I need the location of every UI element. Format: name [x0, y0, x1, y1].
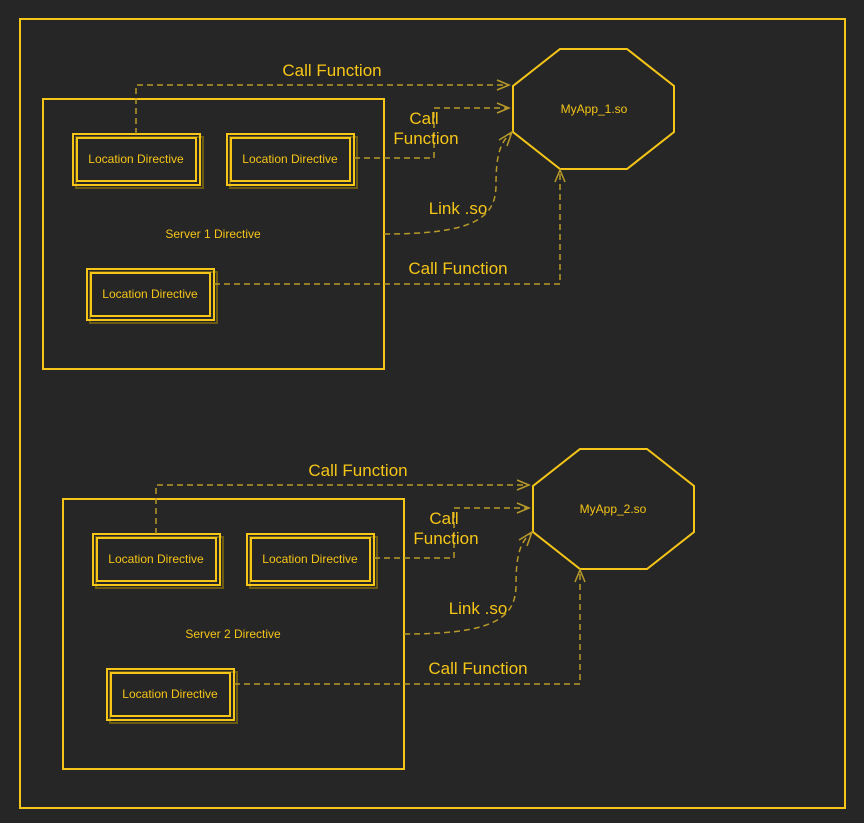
edge-call-mid-1	[354, 107, 509, 159]
server-2-location-3-label: Location Directive	[122, 687, 218, 701]
edge-call-top-1-label: Call Function	[282, 61, 381, 80]
server-1-location-2-label: Location Directive	[242, 152, 338, 166]
server-2-location-1: Location Directive	[92, 533, 224, 589]
edge-call-top-1	[135, 84, 509, 134]
server-2-location-3: Location Directive	[106, 668, 238, 724]
server-1-location-3: Location Directive	[86, 268, 218, 324]
edge-call-top-2-label: Call Function	[308, 461, 407, 480]
myapp-1-label: MyApp_1.so	[561, 102, 628, 116]
myapp-2-label: MyApp_2.so	[580, 502, 647, 516]
edge-call-mid-2-label-line1: Call	[429, 509, 458, 528]
edge-call-top-2	[155, 484, 529, 534]
myapp-2-octagon	[532, 448, 695, 570]
server-2-directive-label: Server 2 Directive	[185, 627, 281, 641]
edge-call-bottom-1-label: Call Function	[408, 259, 507, 278]
server-1-directive-label: Server 1 Directive	[165, 227, 261, 241]
group-1: Server 1 Directive Location Directive Lo…	[42, 48, 675, 370]
server-2-location-2: Location Directive	[246, 533, 378, 589]
edge-link-2	[403, 531, 533, 635]
edge-link-2-label: Link .so	[449, 599, 508, 618]
edge-call-bottom-2-label: Call Function	[428, 659, 527, 678]
outer-frame	[19, 18, 846, 809]
edge-call-mid-1-label-line1: Call	[409, 109, 438, 128]
edge-call-mid-2	[374, 507, 529, 559]
server-2-location-1-label: Location Directive	[108, 552, 204, 566]
edge-call-mid-2-label-line2: Function	[413, 529, 478, 548]
edge-call-bottom-1	[214, 170, 561, 285]
server-2-location-2-label: Location Directive	[262, 552, 358, 566]
edge-link-1-label: Link .so	[429, 199, 488, 218]
server-1-location-2: Location Directive	[226, 133, 358, 189]
edge-link-1	[383, 131, 513, 235]
edge-call-bottom-2	[234, 570, 581, 685]
server-1-location-3-label: Location Directive	[102, 287, 198, 301]
group-2: Server 2 Directive Location Directive Lo…	[62, 448, 695, 770]
server-1-location-1: Location Directive	[72, 133, 204, 189]
server-1-location-1-label: Location Directive	[88, 152, 184, 166]
myapp-1-octagon	[512, 48, 675, 170]
edge-call-mid-1-label-line2: Function	[393, 129, 458, 148]
